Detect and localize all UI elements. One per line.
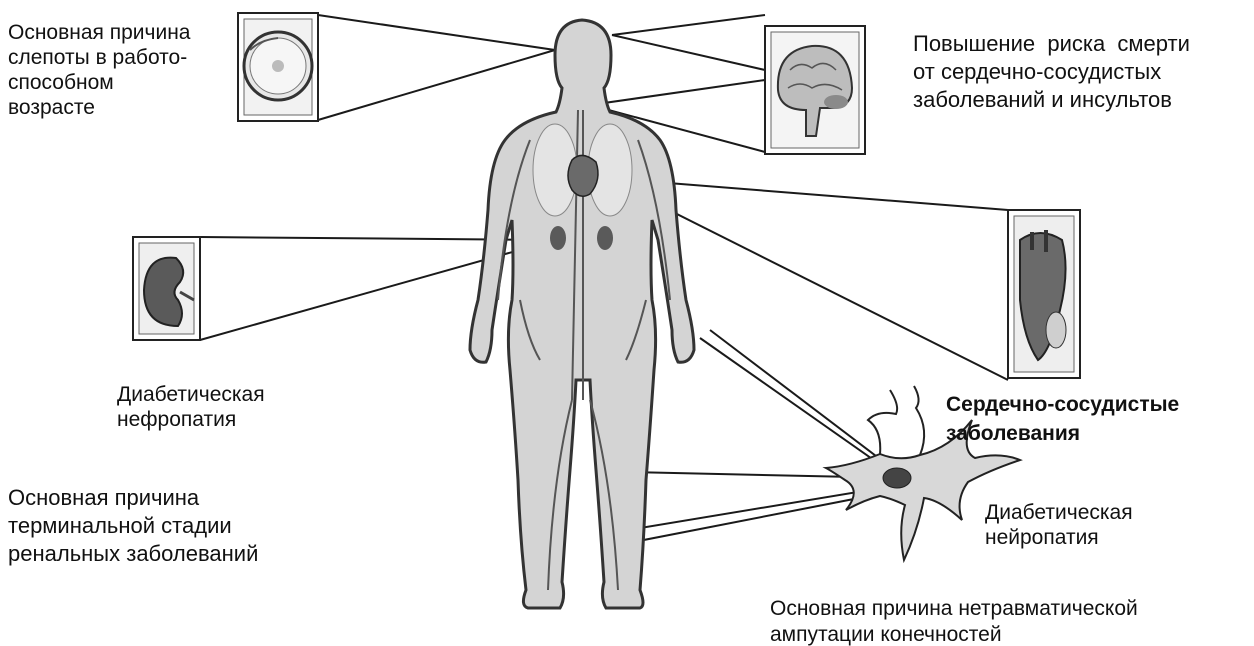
eye-icon [238, 13, 318, 121]
connector-brain-2 [590, 80, 765, 105]
renal-caption-line-1: Основная причина [8, 484, 258, 512]
eye-caption-line-1: Основная причина [8, 20, 190, 45]
renal-caption-line-3: ренальных заболеваний [8, 540, 258, 568]
kidney-caption: Диабетическая нефропатия [117, 382, 265, 432]
eye-caption: Основная причина слепоты в работо- спосо… [8, 20, 190, 120]
human-body-icon [470, 20, 694, 608]
brain-icon [765, 26, 865, 154]
neuropathy-caption: Диабетическая нейропатия [985, 500, 1133, 550]
connector-brain-top [612, 35, 765, 70]
neuropathy-caption-line-1: Диабетическая [985, 500, 1133, 525]
kidney-icon [133, 237, 200, 340]
eye-caption-line-4: возрасте [8, 95, 190, 120]
eye-caption-line-2: слепоты в работо- [8, 45, 190, 70]
eye-caption-line-3: способном [8, 70, 190, 95]
connector-eye-top [318, 15, 555, 50]
cardio-caption-line-1: Сердечно-сосудистые [946, 390, 1179, 419]
heart-icon [1008, 210, 1080, 378]
cardio-caption: Сердечно-сосудистые заболевания [946, 390, 1179, 448]
kidney-caption-line-2: нефропатия [117, 407, 265, 432]
amputation-caption-line-2: ампутации конечностей [770, 622, 1138, 646]
amputation-caption: Основная причина нетравматической ампута… [770, 596, 1138, 646]
brain-caption-line-3: заболеваний и инсультов [913, 86, 1190, 114]
brain-caption-line-1: Повышение риска смерти [913, 30, 1190, 58]
kidney-caption-line-1: Диабетическая [117, 382, 265, 407]
neuropathy-caption-line-2: нейропатия [985, 525, 1133, 550]
connector-eye-bottom [318, 50, 555, 120]
brain-caption-line-2: от сердечно-сосудистых [913, 58, 1190, 86]
amputation-caption-line-1: Основная причина нетравматической [770, 596, 1138, 622]
connector-brain-1 [612, 15, 765, 35]
brain-caption: Повышение риска смерти от сердечно-сосуд… [913, 30, 1190, 114]
cardio-caption-line-2: заболевания [946, 419, 1179, 448]
renal-caption-line-2: терминальной стадии [8, 512, 258, 540]
renal-caption: Основная причина терминальной стадии рен… [8, 484, 258, 568]
